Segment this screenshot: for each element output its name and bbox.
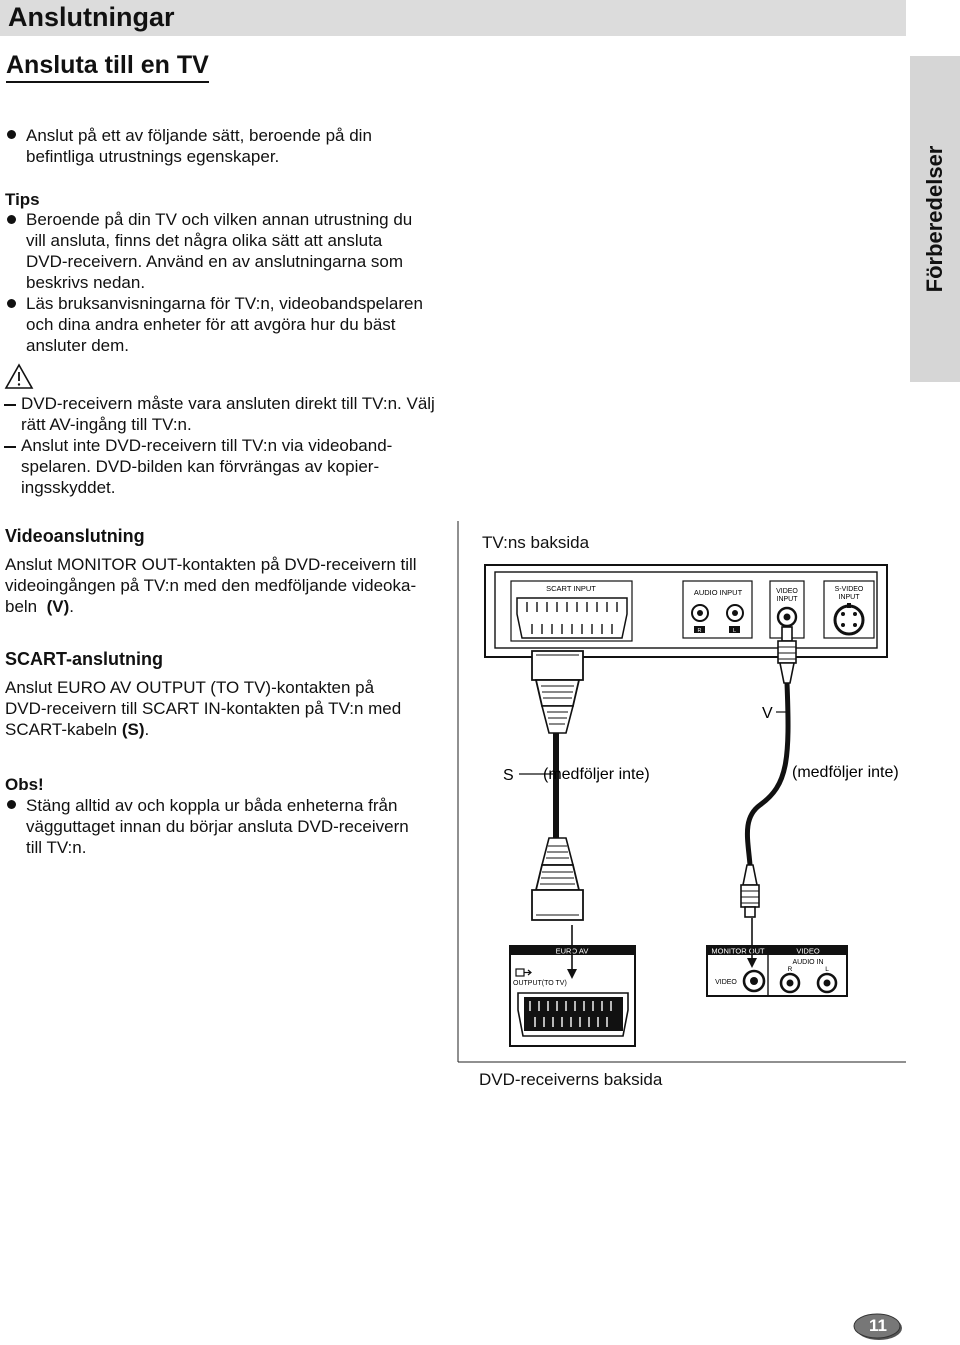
dvd-video-out-label: VIDEO	[715, 979, 737, 986]
tips-item-line: vill ansluta, finns det några olika sätt…	[26, 231, 383, 250]
tips-heading: Tips	[5, 190, 40, 209]
warning-line: Anslut inte DVD-receivern till TV:n via …	[21, 436, 393, 455]
video-connection-line-last: beln (V).	[5, 597, 74, 616]
dvd-monitor-out-label: MONITOR OUT	[711, 947, 765, 956]
cable-s-label: S	[503, 767, 514, 784]
tips-item-line: ansluter dem.	[26, 336, 129, 355]
scart-plug-top	[531, 650, 584, 734]
video-connection-line: videoingången på TV:n med den medföljand…	[5, 576, 417, 595]
scart-connection-line: Anslut EURO AV OUTPUT (TO TV)-kontakten …	[5, 678, 375, 697]
tips-item-line: och dina andra enheter för att avgöra hu…	[26, 315, 396, 334]
video-cable	[744, 682, 791, 866]
note-line: Stäng alltid av och koppla ur båda enhet…	[26, 796, 398, 815]
dvd-euro-av-panel: EURO AV OUTPUT(TO TV)	[509, 945, 636, 1047]
scart-connection-line: DVD-receivern till SCART IN-kontakten på…	[5, 699, 402, 718]
video-cable-note: (medföljer inte)	[792, 764, 899, 781]
warning-line: spelaren. DVD-bilden kan förvrängas av k…	[21, 457, 380, 476]
header-bar	[0, 0, 906, 36]
scart-plug-bottom	[531, 837, 584, 921]
dvd-back-caption: DVD-receiverns baksida	[479, 1070, 663, 1089]
tv-audio-l-label: L	[733, 628, 736, 634]
video-connection-heading: Videoanslutning	[5, 526, 145, 546]
cable-v-label: V	[762, 705, 773, 722]
tv-audio-input-ports: AUDIO INPUT R L	[682, 580, 753, 639]
chapter-title: Anslutningar	[8, 2, 175, 32]
video-plug-top	[777, 626, 797, 684]
page-number-badge: 11	[852, 1312, 904, 1342]
note-heading: Obs!	[5, 775, 44, 794]
warning-line: rätt AV-ingång till TV:n.	[21, 415, 192, 434]
tv-back-caption: TV:ns baksida	[482, 533, 590, 552]
tv-video-input-port: VIDEO INPUT	[769, 580, 805, 639]
video-plug-bottom	[740, 864, 760, 918]
bullet-icon	[7, 215, 16, 224]
warning-line: ingsskyddet.	[21, 478, 116, 497]
dvd-video-header-label: VIDEO	[796, 947, 820, 956]
warning-line: DVD-receivern måste vara ansluten direkt…	[21, 394, 435, 413]
bullet-icon	[7, 130, 16, 139]
section-title: Ansluta till en TV	[6, 50, 209, 83]
dvd-av-panel: MONITOR OUT VIDEO VIDEO AUDIO IN R L	[706, 945, 848, 997]
tips-item-line: beskrivs nedan.	[26, 273, 146, 292]
tv-scart-input-port: SCART INPUT	[510, 580, 633, 642]
dvd-monitor-out-jack	[742, 969, 766, 993]
scart-arrow-head-icon	[567, 969, 577, 979]
scart-output-arrow-icon	[515, 968, 532, 977]
tv-back-panel: SCART INPUT AUDIO INPUT	[484, 564, 888, 658]
dvd-audio-in-label: AUDIO IN	[792, 959, 823, 966]
intro-line: Anslut på ett av följande sätt, beroende…	[26, 126, 372, 145]
tv-audio-label: AUDIO INPUT	[694, 588, 743, 597]
bullet-icon	[7, 800, 16, 809]
dvd-euro-av-label: EURO AV	[556, 947, 589, 956]
dash-marker	[4, 446, 16, 448]
warning-triangle-icon	[4, 363, 34, 389]
bullet-icon	[7, 299, 16, 308]
note-line: vägguttaget innan du börjar ansluta DVD-…	[26, 817, 409, 836]
tv-video-label-1: VIDEO	[776, 588, 798, 595]
page-number: 11	[869, 1316, 887, 1335]
note-line: till TV:n.	[26, 838, 87, 857]
video-connection-line: Anslut MONITOR OUT-kontakten på DVD-rece…	[5, 555, 417, 574]
tips-item-line: Läs bruksanvisningarna för TV:n, videoba…	[26, 294, 423, 313]
dvd-audio-r-jack	[779, 972, 801, 994]
side-tab-label: Förberedelser	[922, 145, 947, 293]
dvd-audio-l-label: L	[825, 966, 829, 973]
intro-line: befintliga utrustnings egenskaper.	[26, 147, 280, 166]
tips-item-line: Beroende på din TV och vilken annan utru…	[26, 210, 413, 229]
dvd-output-label: OUTPUT(TO TV)	[513, 980, 567, 987]
tv-scart-label: SCART INPUT	[546, 584, 596, 593]
dvd-audio-r-label: R	[788, 966, 793, 973]
scart-cable-note: (medföljer inte)	[543, 766, 650, 783]
scart-connection-line-last: SCART-kabeln (S).	[5, 720, 150, 739]
tv-video-label-2: INPUT	[777, 596, 799, 603]
tv-svideo-input-port: S-VIDEO INPUT	[823, 580, 875, 639]
tv-audio-r-label: R	[698, 628, 702, 634]
side-tab: Förberedelser	[910, 56, 960, 382]
tv-svideo-label-1: S-VIDEO	[835, 586, 864, 593]
tv-svideo-label-2: INPUT	[839, 594, 861, 601]
dvd-audio-l-jack	[816, 972, 838, 994]
video-arrow-head-icon	[747, 958, 757, 968]
tips-item-line: DVD-receivern. Använd en av anslutningar…	[26, 252, 404, 271]
scart-connection-heading: SCART-anslutning	[5, 649, 163, 669]
dash-marker	[4, 404, 16, 406]
